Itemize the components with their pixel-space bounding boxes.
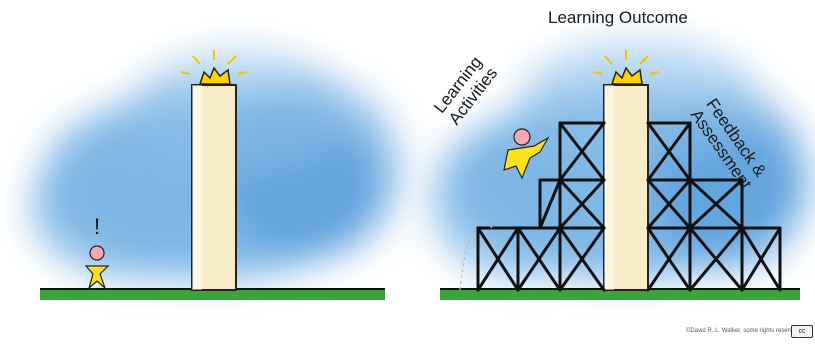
cc-license-icon[interactable]: cc (791, 325, 813, 338)
ground-right (440, 290, 800, 300)
tower-right (604, 85, 648, 290)
exclamation-mark: ! (94, 214, 100, 239)
left-panel: ! (30, 50, 400, 300)
credit-text: ©David R. L. Walker, some rights reserve… (686, 328, 799, 334)
ground-left (40, 290, 385, 300)
learning-outcome-label: Learning Outcome (548, 8, 688, 28)
tower-left (192, 85, 236, 290)
